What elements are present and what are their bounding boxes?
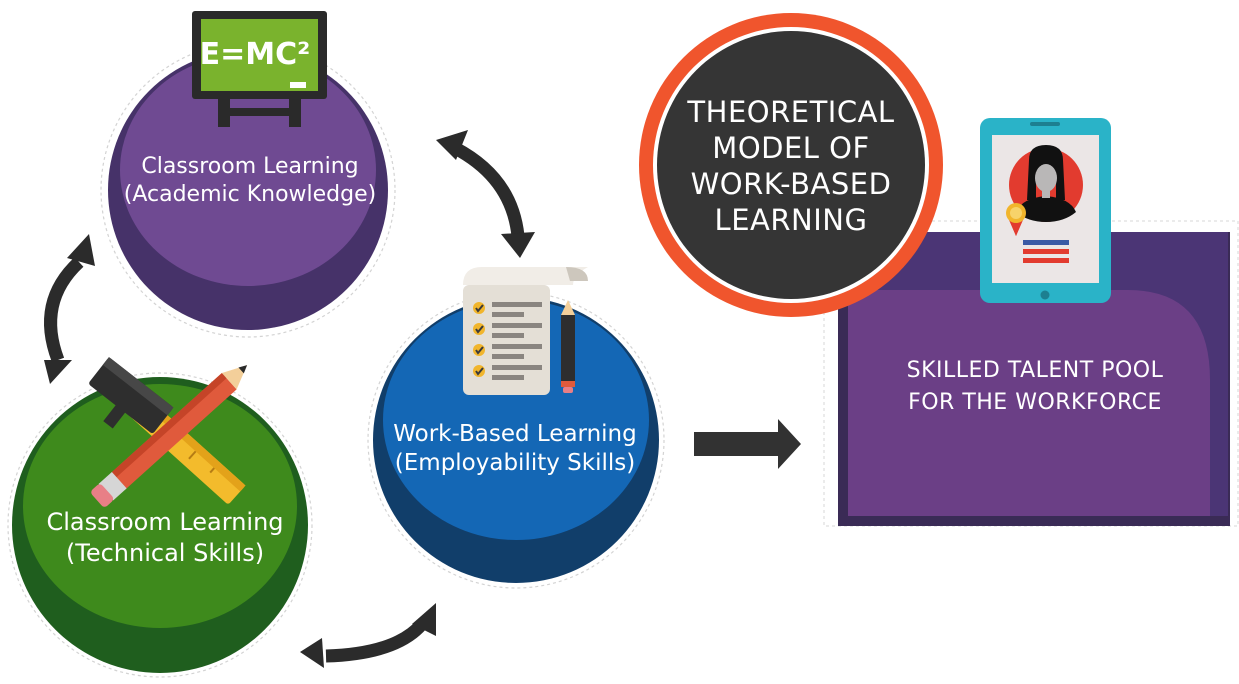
talent-pool-line-2: FOR THE WORKFORCE	[908, 389, 1162, 415]
work-based-circle	[367, 291, 665, 589]
svg-text:E=MC²: E=MC²	[200, 37, 311, 72]
academic-circle	[100, 42, 396, 338]
technical-subtitle: (Technical Skills)	[65, 538, 265, 567]
right-arrow-icon	[694, 419, 801, 469]
tablet-profile-icon	[980, 118, 1111, 303]
technical-learning-label: Classroom Learning (Technical Skills)	[10, 507, 320, 568]
title-line-1: THEORETICAL	[687, 95, 895, 129]
chalkboard-icon: E=MC²	[192, 11, 327, 127]
academic-title: Classroom Learning	[141, 154, 359, 179]
cycle-arrow-icon	[436, 130, 535, 258]
title-badge-disc	[657, 31, 925, 299]
outcome-panel-face	[848, 290, 1210, 516]
title-badge	[639, 13, 943, 317]
technical-title: Classroom Learning	[46, 508, 284, 536]
work-based-learning-label: Work-Based Learning (Employability Skill…	[360, 420, 670, 479]
work-based-title: Work-Based Learning	[393, 421, 637, 447]
cycle-arrow-icon	[300, 603, 436, 668]
title-line-4: LEARNING	[714, 202, 868, 237]
academic-learning-label: Classroom Learning (Academic Knowledge)	[105, 153, 395, 209]
technical-circle	[7, 372, 313, 678]
checklist-icon	[463, 267, 588, 395]
title-line-3: WORK-BASED	[690, 166, 892, 201]
pencil-ruler-icon	[89, 356, 248, 507]
title-line-2: MODEL OF	[712, 130, 870, 165]
cycle-arrows	[44, 130, 535, 668]
diagram-title: THEORETICAL MODEL OF WORK-BASED LEARNING	[640, 95, 942, 239]
work-based-subtitle: (Employability Skills)	[394, 450, 636, 477]
talent-pool-label: SKILLED TALENT POOL FOR THE WORKFORCE	[855, 355, 1215, 419]
talent-pool-line-1: SKILLED TALENT POOL	[906, 358, 1164, 383]
academic-subtitle: (Academic Knowledge)	[123, 182, 377, 208]
cycle-arrow-icon	[44, 234, 95, 384]
